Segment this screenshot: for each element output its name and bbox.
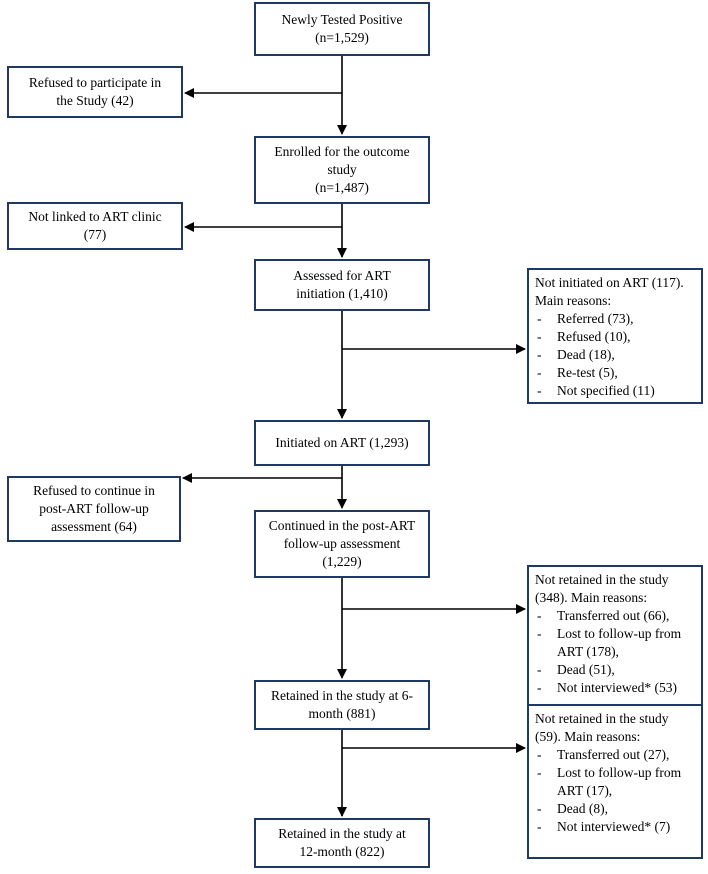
reason-item: -Dead (18), — [535, 346, 695, 364]
box-not-retained-12m: Not retained in the study (59). Main reas… — [527, 704, 703, 859]
node-text-line: Assessed for ART — [293, 268, 391, 283]
node-initiated: Initiated on ART (1,293) — [254, 420, 430, 466]
node-text-line: month (881) — [308, 706, 376, 721]
bullet-dash: - — [537, 765, 542, 780]
bullet-dash: - — [537, 680, 542, 695]
side-box-heading: Not retained in the study — [535, 572, 669, 587]
reason-text: Refused (10), — [557, 329, 631, 344]
reason-text: Lost to follow-up from — [557, 626, 682, 641]
reason-item: -Dead (51), — [535, 661, 695, 679]
node-text-line: (n=1,487) — [315, 180, 369, 195]
reason-text: Not interviewed* (53) — [557, 680, 677, 695]
node-text-line: study — [327, 162, 357, 177]
node-text-line: Refused to continue in — [33, 483, 155, 498]
node-retained-12: Retained in the study at 12-month (822) — [254, 818, 430, 868]
reason-text: Not interviewed* (7) — [557, 819, 671, 834]
reason-text: Lost to follow-up from — [557, 765, 682, 780]
bullet-dash: - — [537, 608, 542, 623]
side-box-heading: (348). Main reasons: — [535, 590, 648, 605]
node-text-line: 12-month (822) — [299, 844, 385, 859]
bullet-dash: - — [537, 626, 542, 641]
bullet-dash: - — [537, 819, 542, 834]
bullet-dash: - — [537, 747, 542, 762]
reason-item: -Refused (10), — [535, 328, 695, 346]
bullet-dash: - — [537, 383, 542, 398]
reason-item: -Re-test (5), — [535, 364, 695, 382]
side-box-heading: Main reasons: — [535, 293, 612, 308]
reason-text: Transferred out (27), — [557, 747, 670, 762]
node-text-line: Initiated on ART (1,293) — [275, 435, 409, 450]
node-refused-continue: Refused to continue in post-ART follow-up… — [7, 476, 181, 542]
reason-list: -Referred (73),-Refused (10),-Dead (18),… — [535, 310, 695, 400]
node-text-line: (77) — [83, 227, 107, 242]
reason-text: Dead (18), — [557, 347, 615, 362]
reason-text: Not specified (11) — [557, 383, 655, 398]
reason-text: ART (17), — [557, 783, 613, 798]
node-assessed: Assessed for ART initiation (1,410) — [254, 259, 430, 311]
node-newly-tested: Newly Tested Positive (n=1,529) — [254, 2, 430, 56]
node-text-line: (n=1,529) — [315, 30, 369, 45]
node-text-line: Newly Tested Positive — [281, 12, 403, 27]
reason-text: ART (178), — [557, 644, 619, 659]
reason-text: Dead (8), — [557, 801, 608, 816]
node-text-line: Retained in the study at 6- — [270, 688, 414, 703]
side-box-heading: (59). Main reasons: — [535, 729, 641, 744]
box-not-retained-6m: Not retained in the study (348). Main rea… — [527, 565, 703, 720]
bullet-dash: - — [537, 329, 542, 344]
node-continued: Continued in the post-ART follow-up asses… — [254, 510, 430, 578]
reason-list: -Transferred out (66),-Lost to follow-up… — [535, 607, 695, 697]
bullet-dash: - — [537, 365, 542, 380]
side-box-heading: Not initiated on ART (117). — [535, 275, 684, 290]
node-not-linked: Not linked to ART clinic (77) — [7, 202, 183, 250]
reason-text: Dead (51), — [557, 662, 615, 677]
node-refused-participate: Refused to participate in the Study (42) — [7, 66, 183, 118]
reason-item: -Referred (73), — [535, 310, 695, 328]
node-retained-6: Retained in the study at 6- month (881) — [254, 680, 430, 730]
reason-item: -Transferred out (27), — [535, 746, 695, 764]
node-text-line: Enrolled for the outcome — [274, 144, 410, 159]
node-text-line: follow-up assessment — [283, 536, 401, 551]
node-text-line: Not linked to ART clinic — [28, 209, 162, 224]
reason-item: -Transferred out (66), — [535, 607, 695, 625]
reason-text: Transferred out (66), — [557, 608, 670, 623]
node-text-line: initiation (1,410) — [296, 286, 388, 301]
bullet-dash: - — [537, 347, 542, 362]
reason-item: -Not interviewed* (53) — [535, 679, 695, 697]
side-box-heading: Not retained in the study — [535, 711, 669, 726]
node-text-line: Refused to participate in — [28, 75, 162, 90]
reason-text: Re-test (5), — [557, 365, 618, 380]
reason-text: Referred (73), — [557, 311, 634, 326]
node-text-line: assessment (64) — [51, 519, 137, 534]
bullet-dash: - — [537, 311, 542, 326]
node-text-line: Retained in the study at — [278, 826, 406, 841]
reason-item: -Not interviewed* (7) — [535, 818, 695, 836]
bullet-dash: - — [537, 801, 542, 816]
node-text-line: the Study (42) — [56, 93, 134, 108]
bullet-dash: - — [537, 662, 542, 677]
node-text-line: (1,229) — [322, 554, 362, 569]
node-text-line: Continued in the post-ART — [268, 518, 416, 533]
reason-item: -Not specified (11) — [535, 382, 695, 400]
reason-list: -Transferred out (27),-Lost to follow-up… — [535, 746, 695, 836]
reason-item: -Dead (8), — [535, 800, 695, 818]
node-text-line: post-ART follow-up — [39, 501, 149, 516]
node-enrolled: Enrolled for the outcome study (n=1,487) — [254, 136, 430, 204]
box-not-initiated: Not initiated on ART (117). Main reasons:… — [527, 268, 703, 404]
